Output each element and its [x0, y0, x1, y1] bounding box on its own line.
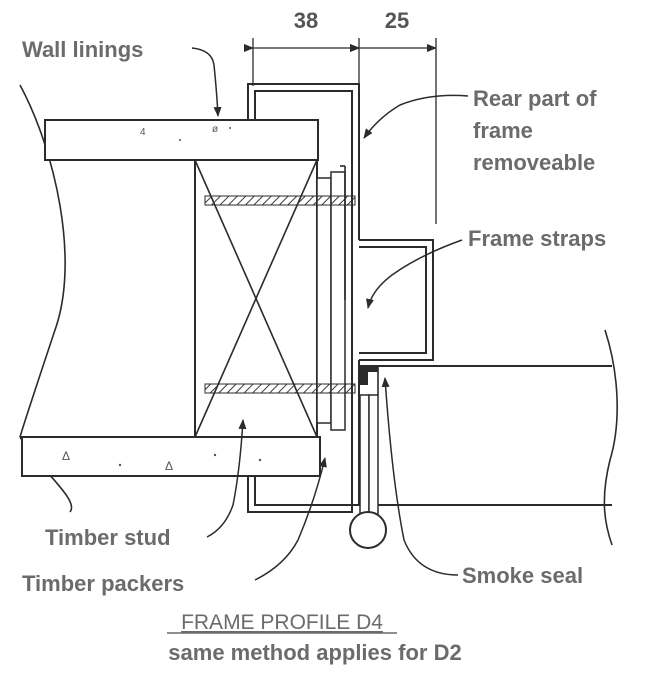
timber-stud-leader — [206, 419, 247, 538]
hinge — [349, 394, 387, 549]
caption-title: FRAME PROFILE D4 — [181, 611, 383, 634]
timber-packers-leader — [254, 457, 327, 581]
lower-screw — [204, 383, 356, 394]
leader-arrows — [191, 47, 469, 581]
upper-screw — [204, 195, 356, 206]
timber-packers-label: Timber packers — [22, 571, 184, 596]
frame-straps-leader — [366, 239, 463, 309]
svg-text:4: 4 — [140, 127, 146, 138]
smoke-seal-leader — [381, 377, 459, 576]
bottom-wall-lining: Δ Δ — [21, 436, 321, 477]
wall-linings-label: Wall linings — [22, 37, 143, 62]
dimension-25: 25 — [385, 8, 409, 33]
top-wall-lining: 4 ø — [44, 119, 319, 161]
dimension-lines — [244, 38, 437, 224]
frame-straps-label: Frame straps — [468, 226, 606, 251]
svg-text:ø: ø — [212, 124, 218, 135]
smoke-seal-label: Smoke seal — [462, 563, 583, 588]
svg-text:Δ: Δ — [62, 449, 70, 463]
dimension-38: 38 — [294, 8, 318, 33]
rear-part-label-line3: removeable — [473, 150, 595, 175]
timber-stud-label: Timber stud — [45, 525, 171, 550]
timber-packers — [316, 171, 346, 431]
wall-linings-leader — [191, 47, 222, 117]
rear-part-label-line2: frame — [473, 118, 533, 143]
smoke-seal — [360, 365, 378, 385]
rear-part-label-line1: Rear part of — [473, 86, 597, 111]
svg-text:Δ: Δ — [165, 459, 173, 473]
door-leaf — [377, 329, 618, 546]
caption-subtitle: same method applies for D2 — [168, 640, 461, 665]
rear-part-leader — [363, 94, 469, 139]
frame-profile — [247, 83, 434, 513]
